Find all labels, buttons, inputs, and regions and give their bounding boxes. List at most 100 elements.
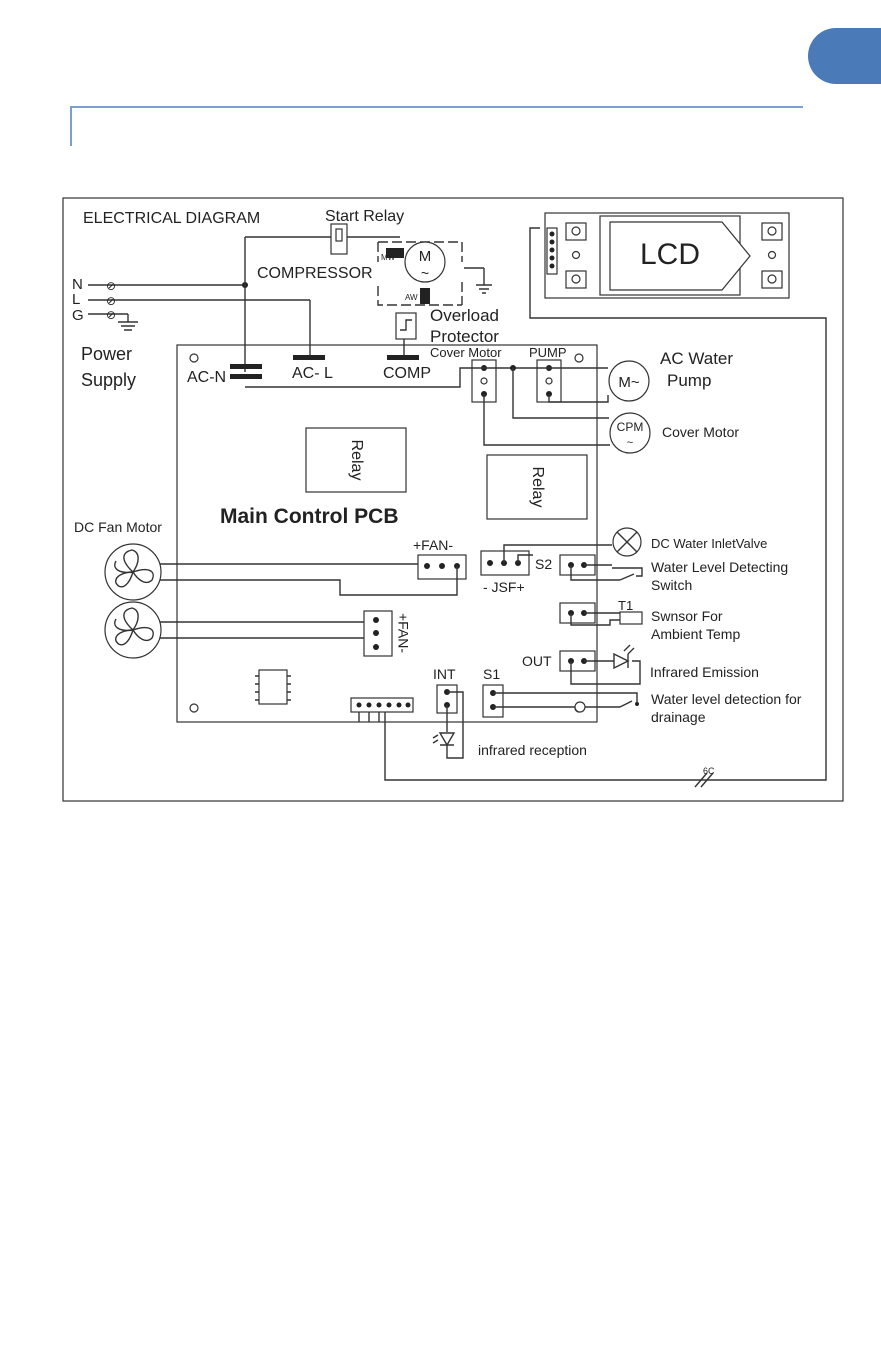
connector-pin [545, 377, 553, 385]
wire-s1 [493, 692, 638, 708]
out-label: OUT [522, 653, 552, 669]
display-cable [358, 712, 380, 722]
level-switch-icon [612, 567, 643, 581]
sensor-label-1: Swnsor For [651, 608, 723, 624]
aw-label: AW [405, 293, 418, 302]
float-icon [574, 701, 586, 713]
ac-water-pump-label-2: Pump [667, 371, 711, 390]
terminal-symbol: ⊘ [106, 308, 116, 322]
jsf-label: - JSF+ [483, 579, 525, 595]
compressor-motor-icon [404, 241, 446, 283]
infrared-reception-label: infrared reception [478, 742, 587, 758]
connector-pin [480, 377, 488, 385]
wire-pump [548, 367, 609, 403]
drainage-switch-icon [619, 700, 633, 708]
ac-n-terminal [230, 364, 262, 369]
diagram-title: ELECTRICAL DIAGRAM [83, 210, 260, 227]
lcd-mount-hole [571, 274, 581, 284]
pcb-mount-hole [189, 353, 199, 363]
fan-header-side-label: +FAN- [395, 613, 411, 653]
lcd-mount-hole [571, 250, 581, 260]
wire-t1 [570, 612, 620, 626]
page-tab-marker [808, 28, 881, 84]
sensor-label-2: Ambient Temp [651, 626, 740, 642]
lcd-label: LCD [640, 238, 700, 271]
relay-2-label: Relay [529, 467, 546, 508]
valve-cross [616, 531, 638, 553]
pump-header-label: PUMP [529, 345, 567, 360]
line-n-label: N [72, 276, 83, 293]
lcd-mount-hole [767, 226, 777, 236]
overload-label-2: Protector [430, 327, 499, 346]
pcb-mount-hole [574, 353, 584, 363]
cable-break-mark [700, 772, 714, 788]
section-header-bar [70, 106, 803, 146]
display-connector-pins [356, 702, 411, 708]
wire-int [446, 691, 464, 759]
aw-terminal [420, 288, 430, 304]
s1-label: S1 [483, 666, 500, 682]
chip-pins [255, 675, 291, 701]
level-switch-label-2: Switch [651, 577, 692, 593]
wire-s2 [570, 564, 620, 581]
int-label: INT [433, 666, 456, 682]
main-pcb-board [176, 344, 598, 723]
temp-sensor-icon [619, 611, 643, 625]
power-supply-label-2: Supply [81, 370, 136, 390]
cover-motor-icon [609, 412, 651, 454]
lcd-mount-hole [571, 226, 581, 236]
drainage-label-1: Water level detection for [651, 691, 802, 707]
chip-icon [258, 669, 288, 705]
dc-fan-motor-label: DC Fan Motor [74, 519, 162, 535]
pump-motor-label: M~ [618, 374, 639, 391]
wire-cover-motor [483, 368, 610, 446]
line-g-label: G [72, 307, 84, 324]
relay-1 [305, 427, 407, 493]
ac-water-pump-label-1: AC Water [660, 349, 733, 368]
t1-label: T1 [618, 598, 633, 613]
lcd-mount-hole [767, 274, 777, 284]
ir-receiver-icon [438, 732, 456, 747]
wire-ac-to-headers [245, 367, 549, 388]
start-relay-contact [335, 228, 343, 242]
wire-fan-2 [160, 621, 364, 639]
relay-2 [486, 454, 588, 520]
comp-terminal [387, 355, 419, 360]
pcb-mount-hole [189, 703, 199, 713]
fan-header-top-label: +FAN- [413, 537, 453, 553]
ac-n-terminal [230, 374, 262, 379]
cable-break-mark [694, 772, 708, 788]
wire-lcd-cable [384, 227, 827, 781]
display-connector [350, 697, 414, 713]
ground-icon [476, 284, 492, 294]
wire-out [570, 660, 641, 685]
ac-l-label: AC- L [292, 365, 333, 382]
compressor-motor-tilde: ~ [421, 265, 429, 281]
lcd-mount-hole [767, 250, 777, 260]
wire-jsf [503, 544, 612, 563]
cpm-tilde: ~ [627, 437, 633, 449]
lcd-screen [609, 221, 751, 291]
lcd-connector-pins [549, 231, 555, 269]
overload-label-1: Overload [430, 306, 499, 325]
compressor-motor-m: M [419, 248, 432, 265]
comp-label: COMP [383, 365, 431, 382]
line-l-label: L [72, 291, 80, 308]
fan-blades-icon [114, 607, 154, 646]
mw-label: MW [381, 253, 396, 262]
s1-connector [482, 684, 504, 718]
s2-label: S2 [535, 556, 552, 572]
drainage-label-2: drainage [651, 709, 706, 725]
infrared-emission-label: Infrared Emission [650, 664, 759, 680]
ac-water-pump-motor-icon [608, 360, 650, 402]
ir-led-icon [613, 652, 630, 670]
inlet-valve-label: DC Water InletValve [651, 536, 767, 551]
relay-1-label: Relay [348, 440, 365, 481]
main-pcb-label: Main Control PCB [220, 505, 399, 528]
level-switch-label-1: Water Level Detecting [651, 559, 788, 575]
compressor-housing [377, 241, 463, 306]
mw-terminal [386, 248, 404, 258]
compressor-label: COMPRESSOR [257, 265, 373, 282]
fan-blades-icon [114, 549, 154, 588]
